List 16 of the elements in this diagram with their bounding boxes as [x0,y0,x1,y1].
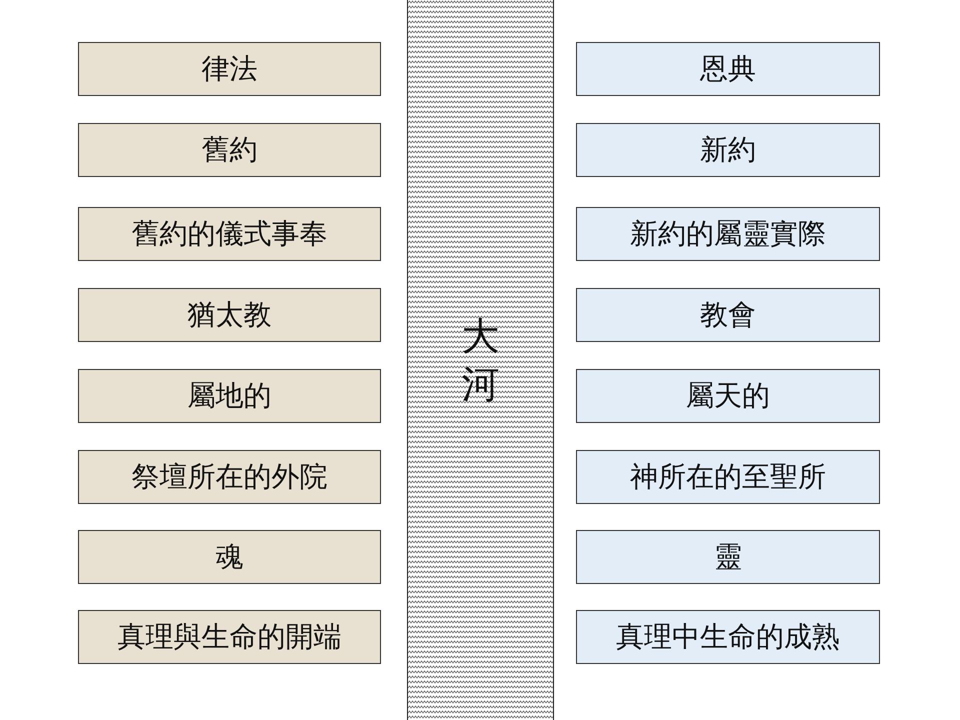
concept-box: 恩典 [576,42,880,96]
concept-box: 魂 [78,530,381,584]
concept-box: 猶太教 [78,288,381,342]
concept-box: 真理中生命的成熟 [576,610,880,664]
concept-box: 舊約 [78,123,381,177]
concept-box: 屬地的 [78,369,381,423]
concept-box: 舊約的儀式事奉 [78,207,381,261]
concept-box: 教會 [576,288,880,342]
concept-box: 新約的屬靈實際 [576,207,880,261]
concept-box: 神所在的至聖所 [576,450,880,504]
concept-box: 律法 [78,42,381,96]
concept-box: 祭壇所在的外院 [78,450,381,504]
concept-box: 真理與生命的開端 [78,610,381,664]
concept-box: 靈 [576,530,880,584]
concept-box: 新約 [576,123,880,177]
concept-box: 屬天的 [576,369,880,423]
